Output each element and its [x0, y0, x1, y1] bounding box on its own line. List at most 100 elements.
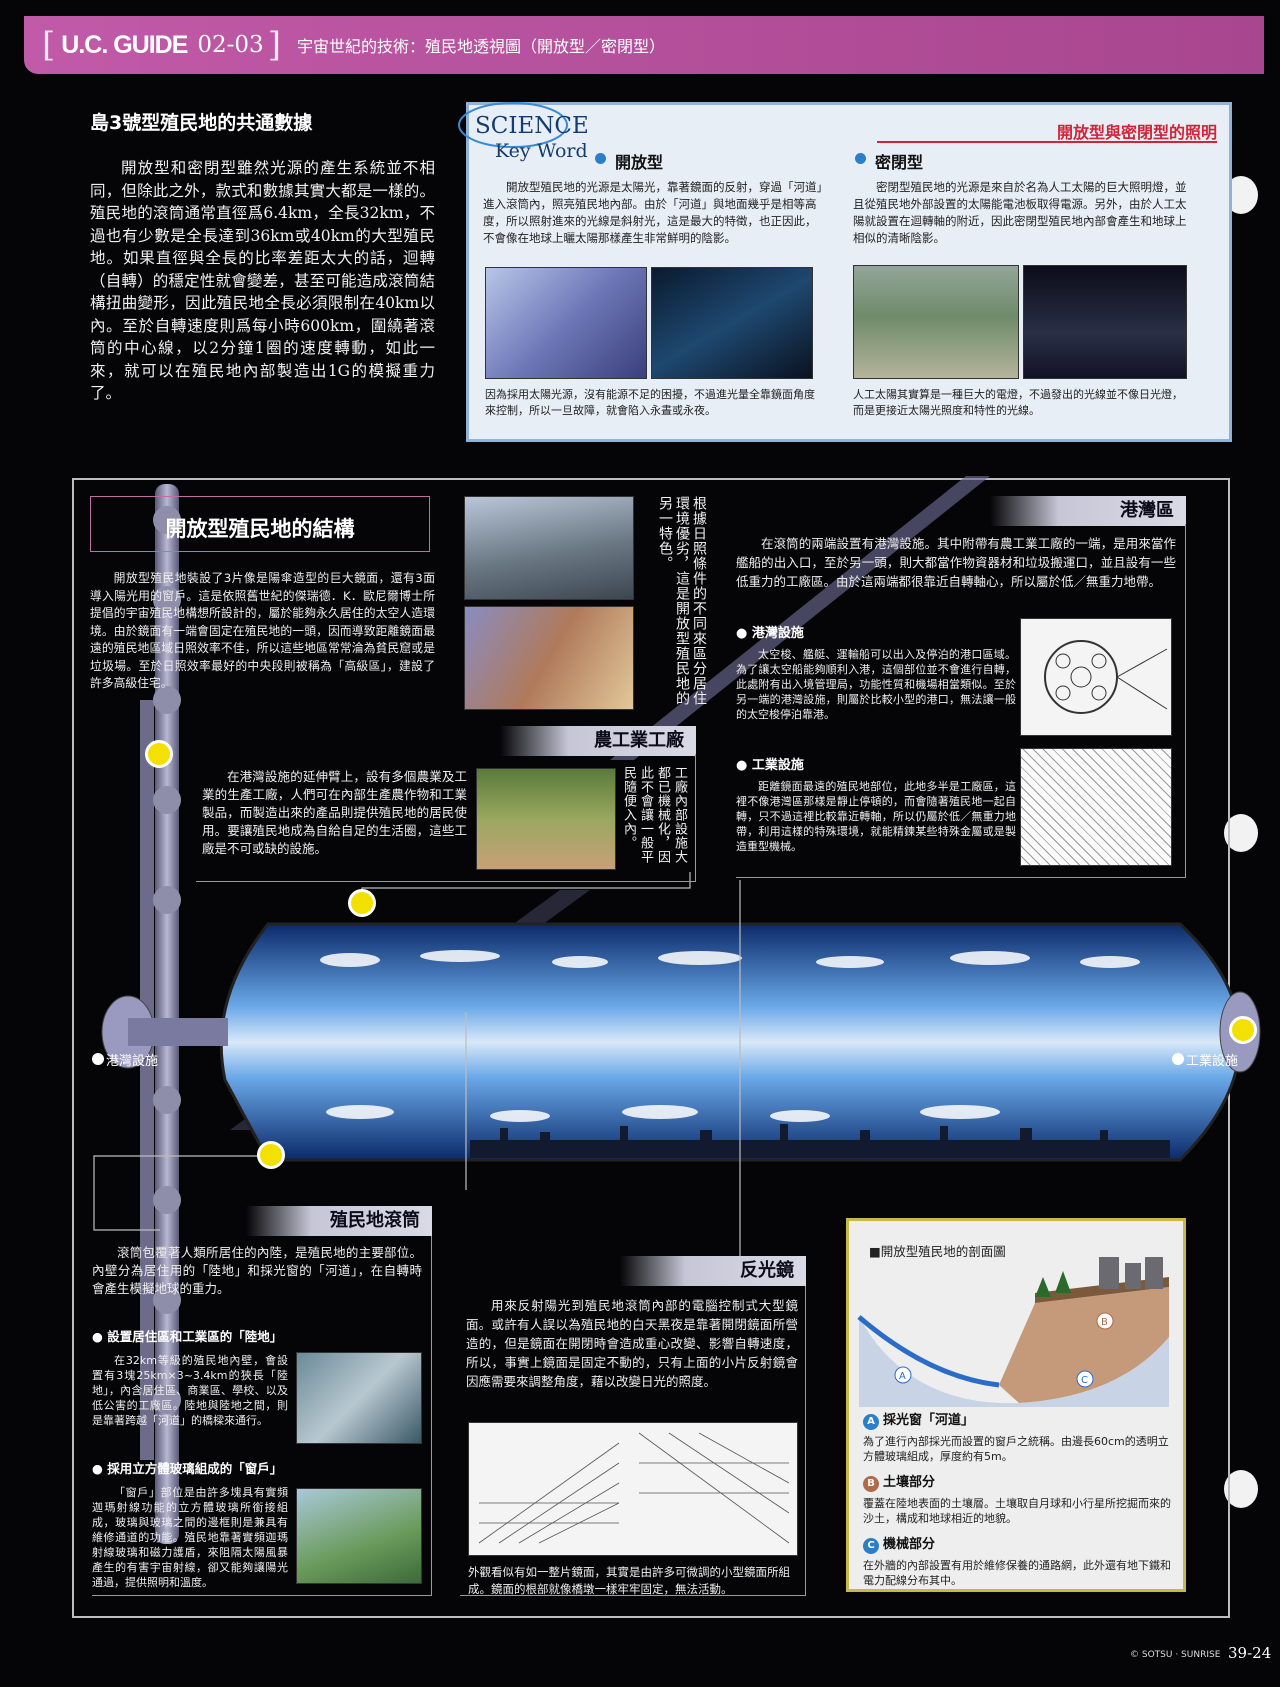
farm-scene-photo — [476, 768, 616, 870]
section-mark-c: C — [863, 1538, 879, 1554]
mirror-body: 用來反射陽光到殖民地滾筒內部的電腦控制式大型鏡面。或許有人誤以為殖民地的白天黑夜… — [466, 1298, 798, 1389]
farm-body-box: 在港灣設施的延伸臂上，設有多個農業及工業的生產工廠，人們可在內部生產農作物和工業… — [202, 768, 467, 858]
section-heading-b: 土壤部分 — [883, 1475, 936, 1490]
farm-title-bar: 農工業工廠 — [500, 726, 696, 756]
industry-illustration — [1020, 748, 1172, 866]
cylinder-body-box: 滾筒包覆著人類所居住的內陸，是殖民地的主要部位。內壁分為居住用的「陸地」和採光窗… — [92, 1244, 422, 1298]
land-heading: 設置居住區和工業區的「陸地」 — [92, 1326, 288, 1345]
artificial-sun-photo — [1023, 265, 1187, 379]
port-label-pin — [92, 1053, 104, 1065]
mirror-grid-icon — [478, 1432, 790, 1544]
intro-body: 開放型和密閉型雖然光源的產生系統並不相同，但除此之外，款式和數據其實大都是一樣的… — [90, 159, 435, 402]
cylinder-frame — [92, 1236, 432, 1596]
open-type-body: 開放型殖民地的光源是太陽光，靠著鏡面的反射，穿過「河道」進入滾筒內，照亮殖民地內… — [483, 180, 823, 245]
mirror-body-box: 用來反射陽光到殖民地滾筒內部的電腦控制式大型鏡面。或許有人誤以為殖民地的白天黑夜… — [466, 1296, 798, 1391]
farm-body: 在港灣設施的延伸臂上，設有多個農業及工業的生產工廠，人們可在內部生產農作物和工業… — [202, 769, 467, 856]
cylinder-title: 殖民地滾筒 — [330, 1210, 420, 1231]
guide-number: 02-03 — [197, 32, 264, 58]
window-body: 「窗戶」部位是由許多塊具有實頻迦瑪射線功能的立方體玻璃所銜接組成，玻璃與玻璃之間… — [92, 1486, 288, 1589]
port-body-box: 在滾筒的兩端設置有港灣設施。其中附帶有農工業工廠的一端，是用來當作艦船的出入口，… — [736, 534, 1176, 591]
structure-vertical-note: 根據日照條件的不同來區分居住環境優劣，這是開放型殖民地的另一特色。 — [657, 496, 707, 706]
closed-type-column: 密閉型 — [855, 149, 1195, 179]
open-type-heading: 開放型 — [595, 149, 895, 173]
industry-label-pin — [1172, 1053, 1184, 1065]
science-title: SCIENCE — [475, 113, 589, 139]
closed-type-text: 密閉型殖民地的光源是來自於名為人工太陽的巨大照明燈，並且從殖民地外部設置的太陽能… — [853, 179, 1193, 247]
science-subtitle-en: Key Word — [495, 140, 588, 162]
section-body-a: 為了進行內部採光而設置的窗戶之統稱。由邊長60cm的透明立方體玻璃組成，厚度約有… — [863, 1435, 1169, 1463]
copyright: © SOTSU · SUNRISE — [1130, 1650, 1221, 1660]
svg-text:C: C — [1081, 1375, 1088, 1386]
section-heading-c: 機械部分 — [883, 1537, 936, 1552]
farm-title: 農工業工廠 — [594, 730, 684, 751]
land-body: 在32km等級的殖民地內壁，會設置有3塊25km×3~3.4km的狹長「陸地」，… — [92, 1354, 288, 1427]
harbor-illustration — [1020, 618, 1172, 736]
open-type-caption: 因為採用太陽光源，沒有能源不足的困擾，不過進光量全靠鏡面角度來控制，所以一旦故障… — [485, 388, 815, 417]
structure-title-box: 開放型殖民地的結構 — [90, 496, 430, 552]
page-title: 宇宙世紀的技術：殖民地透視圖（開放型／密閉型） — [296, 37, 665, 56]
open-bracket: [ — [42, 25, 56, 65]
city-photo — [485, 267, 647, 379]
closed-type-caption: 人工太陽其實算是一種巨大的電燈，不過發出的光線並不像日光燈，而是更接近太陽光照度… — [853, 388, 1183, 417]
window-section: 採用立方體玻璃組成的「窗戶」 「窗戶」部位是由許多塊具有實頻迦瑪射線功能的立方體… — [92, 1458, 288, 1590]
farm-frame — [196, 754, 696, 882]
open-type-column: 開放型 — [595, 149, 895, 179]
land-section: 設置居住區和工業區的「陸地」 在32km等級的殖民地內壁，會設置有3塊25km×… — [92, 1326, 288, 1428]
cross-section-diagram: A B C — [857, 1257, 1169, 1407]
building-photo — [464, 606, 634, 710]
closed-type-body: 密閉型殖民地的光源是來自於名為人工太陽的巨大照明燈，並且從殖民地外部設置的太陽能… — [853, 180, 1187, 245]
mirror-caption: 外觀看似有如一整片鏡面，其實是由許多可微調的小型鏡面所組成。鏡面的根部就像橋墩一… — [468, 1565, 790, 1596]
series-title: U.C. GUIDE — [61, 30, 188, 59]
window-heading: 採用立方體玻璃組成的「窗戶」 — [92, 1458, 288, 1477]
bridge-photo — [296, 1352, 422, 1444]
window-photo — [296, 1488, 422, 1584]
structure-body: 開放型殖民地裝設了3片像是陽傘造型的巨大鏡面，還有3面導入陽光用的窗戶。這是依照… — [90, 571, 435, 690]
port-area-title-bar: 港灣區 — [990, 496, 1186, 526]
port-facility-label: 港灣設施 — [106, 1054, 159, 1069]
section-item-b: B 土壤部分 覆蓋在陸地表面的土壤層。土壤取自月球和小行星所挖掘而來的沙土，構成和… — [863, 1471, 1173, 1526]
harbor-heading: 港灣設施 — [736, 622, 1016, 641]
page-header: [ U.C. GUIDE 02-03 ] 宇宙世紀的技術：殖民地透視圖（開放型／… — [24, 16, 1264, 74]
orbit-icon — [458, 102, 568, 148]
section-mark-b: B — [863, 1476, 879, 1492]
harbor-section: 港灣設施 太空梭、艦艇、運輸船可以出入及停泊的港口區域。為了讓太空船能夠順利入港… — [736, 622, 1016, 722]
svg-text:B: B — [1101, 1317, 1108, 1328]
port-area-title: 港灣區 — [1120, 500, 1174, 521]
mirror-illustration — [468, 1422, 798, 1556]
section-body-b: 覆蓋在陸地表面的土壤層。土壤取自月球和小行星所挖掘而來的沙土，構成和地球相近的地… — [863, 1497, 1171, 1525]
open-type-text: 開放型殖民地的光源是太陽光，靠著鏡面的反射，穿過「河道」進入滾筒內，照亮殖民地內… — [483, 179, 823, 247]
cross-section-title: ■開放型殖民地的剖面圖 — [869, 1244, 1006, 1259]
night-window-photo — [651, 267, 813, 379]
city-street-photo — [464, 496, 634, 600]
science-logo — [455, 95, 575, 155]
industry-heading: 工業設施 — [736, 754, 1016, 773]
structure-body-box: 開放型殖民地裝設了3片像是陽傘造型的巨大鏡面，還有3面導入陽光用的窗戶。這是依照… — [90, 570, 435, 693]
page-number: 39-24 — [1228, 1644, 1272, 1662]
section-heading-a: 採光窗「河道」 — [883, 1413, 975, 1428]
industry-facility-label: 工業設施 — [1186, 1054, 1239, 1069]
cylinder-marker — [257, 1141, 285, 1169]
svg-text:A: A — [899, 1371, 906, 1382]
science-heading: 開放型與密閉型的照明 — [1056, 123, 1217, 142]
cross-section-panel: ■開放型殖民地的剖面圖 A B C A 採光窗「河道」 為了進行內部採光而設置的窗… — [846, 1218, 1186, 1592]
mirror-marker — [348, 889, 376, 917]
heading-underline — [877, 141, 1217, 143]
science-keyword-panel: SCIENCE Key Word 開放型與密閉型的照明 開放型 開放型殖民地的光… — [458, 102, 1232, 442]
mirror-frame — [460, 1286, 806, 1596]
section-mark-a: A — [863, 1414, 879, 1430]
section-item-c: C 機械部分 在外牆的內部設置有用於維修保養的通路網，此外還有地下鐵和電力配線分布… — [863, 1533, 1173, 1588]
industry-body: 距離鏡面最遠的殖民地部位，此地多半是工廠區，這裡不像港灣區那樣是靜止停頓的，而會… — [736, 780, 1016, 853]
mirror-title: 反光鏡 — [740, 1260, 794, 1281]
structure-title: 開放型殖民地的結構 — [165, 517, 355, 541]
industry-marker — [1229, 1016, 1257, 1044]
farm-vertical-note: 工廠內部設施大都已機械化，因此不會讓一般平民隨便入內。 — [621, 766, 687, 864]
close-bracket: ] — [267, 25, 281, 65]
farm-arm-marker — [145, 740, 173, 768]
section-body-c: 在外牆的內部設置有用於維修保養的通路網，此外還有地下鐵和電力配線分布其中。 — [863, 1559, 1171, 1587]
mirror-title-bar: 反光鏡 — [620, 1256, 806, 1286]
cylinder-body: 滾筒包覆著人類所居住的內陸，是殖民地的主要部位。內壁分為居住用的「陸地」和採光窗… — [92, 1245, 422, 1296]
intro-section: 島3號型殖民地的共通數據 開放型和密閉型雖然光源的產生系統並不相同，但除此之外，… — [90, 108, 435, 405]
section-item-a: A 採光窗「河道」 為了進行內部採光而設置的窗戶之統稱。由邊長60cm的透明立方體… — [863, 1409, 1173, 1464]
closed-type-heading: 密閉型 — [855, 149, 1195, 173]
industry-section: 工業設施 距離鏡面最遠的殖民地部位，此地多半是工廠區，這裡不像港灣區那樣是靜止停… — [736, 754, 1016, 854]
